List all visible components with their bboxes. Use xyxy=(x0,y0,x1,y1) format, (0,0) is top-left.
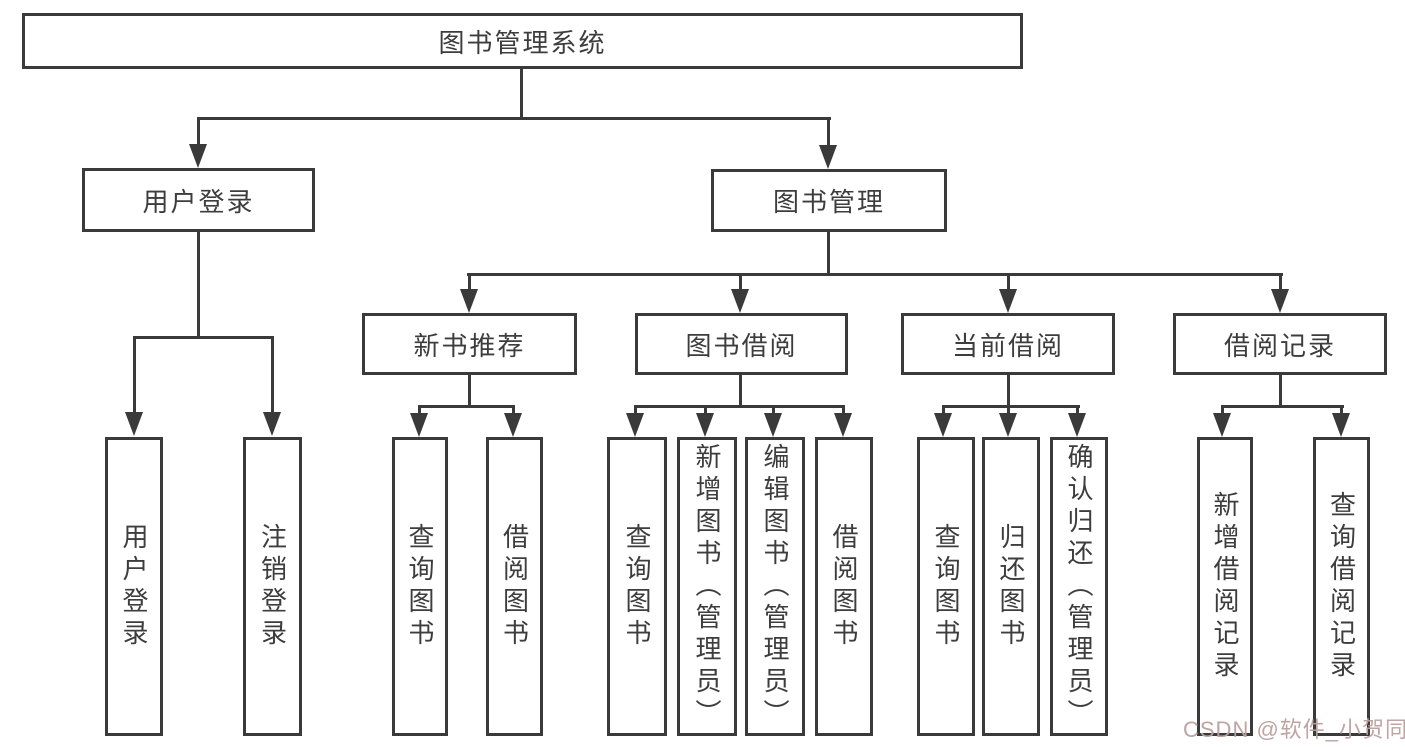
connector-line xyxy=(1221,405,1224,419)
arrow-down-icon xyxy=(125,412,143,436)
node-leaf-borrow-books-1: 借阅图书 xyxy=(486,437,543,736)
connector-line xyxy=(197,232,200,336)
connector-line xyxy=(1076,405,1079,419)
node-label: 图书管理系统 xyxy=(438,27,607,58)
node-label: 归还图书 xyxy=(996,522,1026,651)
arrow-down-icon xyxy=(504,413,522,437)
node-label: 借阅记录 xyxy=(1223,330,1336,361)
arrow-down-icon xyxy=(696,413,714,437)
node-book-borrowing: 图书借阅 xyxy=(635,313,848,375)
connector-line xyxy=(1007,405,1010,419)
connector-line xyxy=(772,405,775,419)
connector-line xyxy=(1279,273,1282,295)
node-label: 查询图书 xyxy=(405,522,435,651)
node-borrow-records: 借阅记录 xyxy=(1173,313,1387,375)
arrow-down-icon xyxy=(999,289,1017,313)
arrow-down-icon xyxy=(460,289,478,313)
connector-line xyxy=(197,117,200,150)
connector-line xyxy=(198,117,831,120)
connector-line xyxy=(634,405,845,408)
arrow-down-icon xyxy=(626,413,644,437)
node-leaf-query-books-2: 查询图书 xyxy=(607,437,667,736)
connector-line xyxy=(704,405,707,419)
node-new-book-recommend: 新书推荐 xyxy=(362,313,577,375)
node-leaf-query-borrow-record: 查询借阅记录 xyxy=(1313,437,1370,736)
connector-line xyxy=(467,273,1283,276)
connector-line xyxy=(1340,405,1343,419)
node-label: 新书推荐 xyxy=(413,330,526,361)
arrow-down-icon xyxy=(1332,413,1350,437)
connector-line xyxy=(1007,375,1010,405)
connector-line xyxy=(133,336,274,339)
node-label: 查询图书 xyxy=(622,522,652,651)
connector-line xyxy=(271,336,274,418)
node-leaf-return-books: 归还图书 xyxy=(982,437,1040,736)
connector-line xyxy=(842,405,845,419)
connector-line xyxy=(1221,405,1344,408)
node-leaf-logout: 注销登录 xyxy=(243,437,302,736)
node-label: 图书管理 xyxy=(772,187,885,217)
connector-line xyxy=(827,117,830,151)
connector-line xyxy=(942,405,1080,408)
node-label: 用户登录 xyxy=(142,186,255,217)
connector-line xyxy=(520,68,523,117)
node-leaf-query-books-3: 查询图书 xyxy=(917,437,975,736)
connector-line xyxy=(942,405,945,419)
node-label: 查询借阅记录 xyxy=(1326,490,1357,683)
node-current-borrowing: 当前借阅 xyxy=(901,313,1115,375)
arrow-down-icon xyxy=(834,413,852,437)
connector-line xyxy=(634,405,637,419)
arrow-down-icon xyxy=(189,144,207,168)
arrow-down-icon xyxy=(764,413,782,437)
node-label: 图书借阅 xyxy=(685,330,798,361)
arrow-down-icon xyxy=(934,413,952,437)
node-leaf-user-login: 用户登录 xyxy=(105,437,163,736)
connector-line xyxy=(1007,273,1010,295)
arrow-down-icon xyxy=(1213,413,1231,437)
connector-line xyxy=(1279,375,1282,405)
arrow-down-icon xyxy=(263,412,281,436)
arrow-down-icon xyxy=(1271,289,1289,313)
node-user-login: 用户登录 xyxy=(82,168,315,232)
node-label: 借阅图书 xyxy=(499,522,530,651)
connector-line xyxy=(512,405,515,419)
node-label: 编辑图书（管理员） xyxy=(760,442,790,731)
arrow-down-icon xyxy=(731,289,749,313)
arrow-down-icon xyxy=(999,413,1017,437)
arrow-down-icon xyxy=(819,145,837,169)
node-leaf-query-books-1: 查询图书 xyxy=(392,437,448,736)
node-leaf-add-books-admin: 新增图书（管理员） xyxy=(677,437,737,736)
node-book-management: 图书管理 xyxy=(711,169,947,232)
node-label: 新增借阅记录 xyxy=(1210,490,1240,683)
node-label: 用户登录 xyxy=(119,522,149,651)
node-label: 新增图书（管理员） xyxy=(692,442,722,731)
node-leaf-edit-books-admin: 编辑图书（管理员） xyxy=(745,437,805,736)
arrow-down-icon xyxy=(1068,413,1086,437)
node-leaf-add-borrow-record: 新增借阅记录 xyxy=(1197,437,1253,736)
connector-line xyxy=(827,232,830,273)
connector-line xyxy=(133,336,136,418)
node-label: 确认归还（管理员） xyxy=(1064,442,1094,731)
connector-line xyxy=(418,405,421,419)
node-label: 注销登录 xyxy=(257,522,288,651)
arrow-down-icon xyxy=(410,413,428,437)
node-label: 借阅图书 xyxy=(829,522,859,651)
node-leaf-borrow-books-2: 借阅图书 xyxy=(815,437,873,736)
node-leaf-confirm-return-admin: 确认归还（管理员） xyxy=(1050,437,1108,736)
node-label: 查询图书 xyxy=(931,522,961,651)
connector-line xyxy=(468,374,471,405)
connector-line xyxy=(739,273,742,295)
connector-line xyxy=(418,405,515,408)
connector-line xyxy=(468,273,471,295)
node-label: 当前借阅 xyxy=(951,330,1064,361)
node-library-management-system: 图书管理系统 xyxy=(22,13,1023,69)
csdn-watermark: CSDN @软件_小贺同学 xyxy=(1183,717,1405,742)
connector-line xyxy=(739,374,742,405)
